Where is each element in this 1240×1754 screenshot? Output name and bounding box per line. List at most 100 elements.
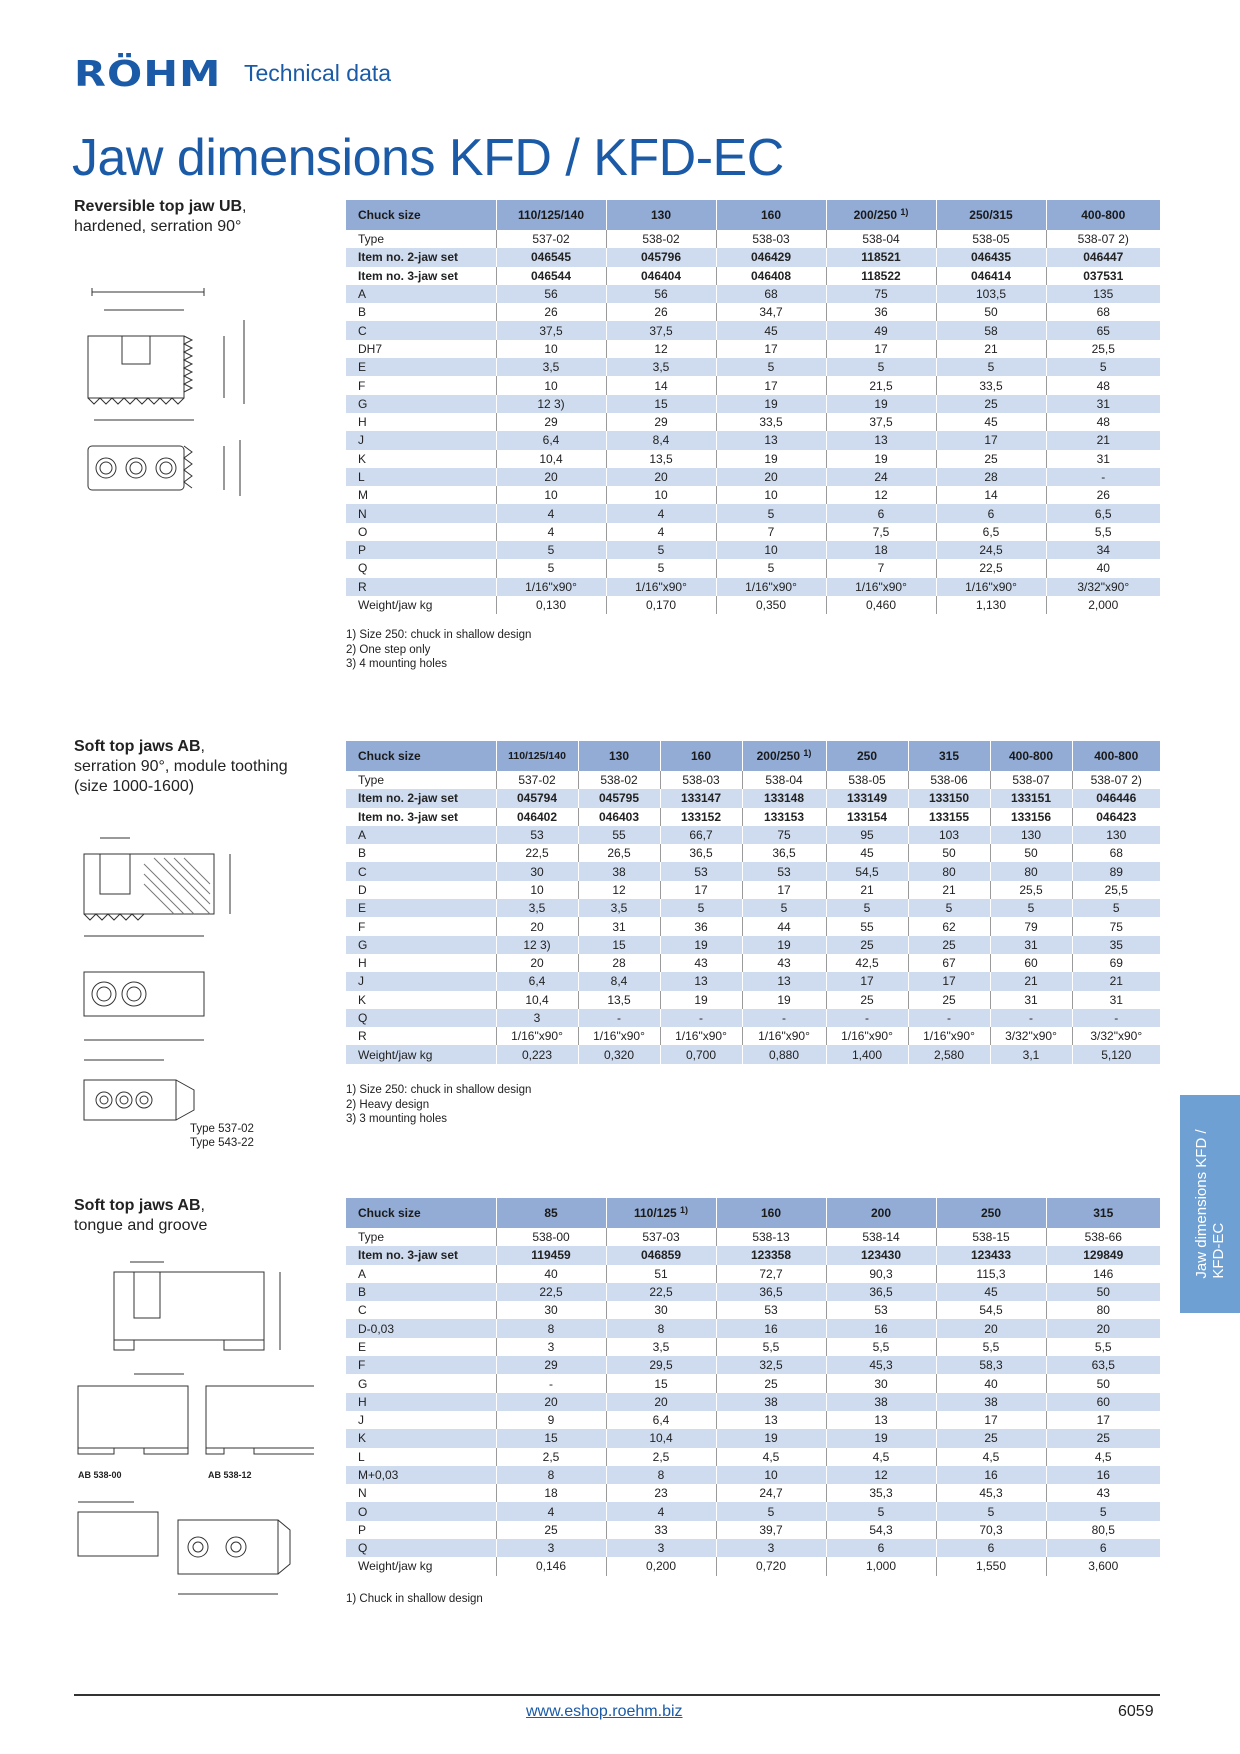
table-cell: 23 — [605, 1484, 716, 1503]
table-cell: 25,5 — [1071, 880, 1160, 900]
table-cell: 12 — [825, 486, 936, 505]
table-cell: 13,5 — [577, 990, 660, 1009]
table-cell: 4 — [495, 504, 606, 523]
table-cell: 36 — [659, 917, 742, 936]
table-soft-top-jaws-ab-serration: Chuck size 110/125/140 130 160 200/250 1… — [346, 741, 1160, 1064]
table-cell: 5 — [605, 559, 716, 578]
row-label: P — [346, 541, 496, 560]
table-cell: 10 — [605, 486, 716, 505]
table-cell: 538-07 2) — [1071, 771, 1160, 790]
table-cell: 32,5 — [715, 1356, 826, 1375]
table-cell: 046447 — [1045, 248, 1160, 267]
table-cell: 56 — [495, 284, 606, 304]
table-cell: 3,5 — [605, 1337, 716, 1357]
table-cell: 8 — [605, 1319, 716, 1338]
col-header: 200/250 1) — [741, 741, 826, 771]
table-cell: - — [1071, 1008, 1160, 1028]
row-label: K — [346, 1429, 496, 1448]
table-cell: 35 — [1071, 935, 1160, 954]
col-header: Chuck size — [346, 741, 496, 771]
table-cell: 30 — [825, 1374, 936, 1393]
table-cell: 25 — [825, 935, 908, 954]
table-cell: 3 — [495, 1337, 606, 1357]
table-cell: 123430 — [825, 1246, 936, 1265]
section-3-subtitle: tongue and groove — [74, 1217, 208, 1234]
table-cell: 046423 — [1071, 807, 1160, 826]
table-cell: 133155 — [907, 807, 990, 826]
table-cell: 133147 — [659, 789, 742, 808]
table-cell: 2,5 — [495, 1447, 606, 1466]
row-label: L — [346, 1447, 496, 1466]
table-cell: 34 — [1045, 541, 1160, 560]
row-label: C — [346, 321, 496, 340]
table-cell: 6 — [825, 504, 936, 523]
row-label: N — [346, 1484, 496, 1503]
table-cell: 80 — [907, 862, 990, 881]
col-header: 315 — [907, 741, 990, 771]
drawing-label: AB 538-00 — [78, 1470, 122, 1480]
drawing-label: Type 537-02 — [190, 1123, 254, 1135]
col-header: 110/125/140 — [495, 741, 578, 771]
table-cell: 5 — [825, 358, 936, 377]
section-2-subtitle: (size 1000-1600) — [74, 778, 195, 795]
table-cell: 10,4 — [605, 1429, 716, 1448]
table-cell: 5 — [715, 504, 826, 523]
row-label: Q — [346, 559, 496, 578]
table-cell: 18 — [825, 541, 936, 560]
table-cell: 69 — [1071, 953, 1160, 973]
table-cell: 43 — [1045, 1484, 1160, 1503]
table-cell: 3,5 — [495, 899, 578, 918]
table-cell: 51 — [605, 1264, 716, 1283]
table-cell: 13 — [659, 972, 742, 991]
table-cell: 17 — [935, 431, 1046, 450]
row-label: E — [346, 1337, 496, 1357]
section-2-subtitle: serration 90°, module toothing — [74, 758, 288, 775]
table-cell: 538-04 — [825, 230, 936, 249]
table-cell: 17 — [741, 880, 826, 900]
table-cell: 45 — [825, 844, 908, 863]
table-cell: 37,5 — [495, 321, 606, 340]
table-cell: 4,5 — [715, 1447, 826, 1466]
table-cell: 6,4 — [605, 1410, 716, 1430]
table-cell: 0,350 — [715, 595, 826, 615]
row-label: B — [346, 844, 496, 863]
row-label: DH7 — [346, 339, 496, 359]
table-cell: 62 — [907, 917, 990, 936]
table-cell: 36,5 — [659, 844, 742, 863]
table-cell: 31 — [989, 935, 1072, 954]
table-cell: 31 — [1045, 449, 1160, 468]
table-cell: 20 — [495, 953, 578, 973]
table-soft-top-jaws-ab-tongue-groove: Chuck size 85 110/125 1) 160 200 250 315… — [346, 1198, 1160, 1576]
table-cell: 21,5 — [825, 376, 936, 395]
table-cell: 21 — [1045, 431, 1160, 450]
row-label: D-0,03 — [346, 1319, 496, 1338]
table-cell: 046402 — [495, 807, 578, 826]
drawing-label: AB 538-12 — [208, 1470, 252, 1480]
row-label: Weight/jaw kg — [346, 595, 496, 615]
table-cell: 3,5 — [495, 358, 606, 377]
col-header: 250/315 — [935, 200, 1046, 230]
table-cell: 56 — [605, 284, 716, 304]
table-cell: 54,3 — [825, 1520, 936, 1540]
table-cell: 45 — [935, 1282, 1046, 1302]
table-cell: 43 — [741, 953, 826, 973]
table-cell: 33,5 — [715, 412, 826, 432]
table-cell: 537-02 — [495, 771, 578, 790]
section-1-title: Reversible top jaw UB — [74, 198, 243, 215]
table-cell: 22,5 — [495, 1282, 606, 1302]
shop-link[interactable]: www.eshop.roehm.biz — [526, 1703, 683, 1720]
jaw-ab-serration-technical-drawing: Type 537-02 Type 543-22 — [83, 837, 254, 1149]
table-cell: 0,320 — [577, 1045, 660, 1064]
table-cell: 3,600 — [1045, 1557, 1160, 1576]
table-cell: 70,3 — [935, 1520, 1046, 1540]
